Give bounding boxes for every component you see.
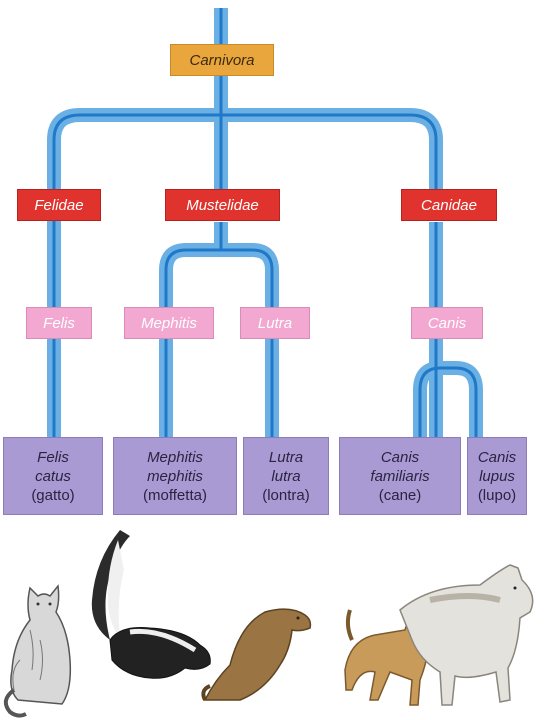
species-epithet: familiaris <box>370 467 430 485</box>
species-epithet: lupus <box>479 467 515 485</box>
species-canis-familiaris: Canis familiaris (cane) <box>339 437 461 515</box>
animal-illustrations <box>3 530 534 718</box>
otter-illustration <box>201 608 312 701</box>
genus-mephitis: Mephitis <box>124 307 214 339</box>
species-genus-name: Mephitis <box>147 448 203 466</box>
species-common-name: (lontra) <box>262 486 310 504</box>
genus-felis: Felis <box>26 307 92 339</box>
species-common-name: (gatto) <box>31 486 75 504</box>
family-felidae: Felidae <box>17 189 101 221</box>
species-common-name: (cane) <box>378 486 422 504</box>
species-genus-name: Canis <box>477 448 517 466</box>
species-epithet: lutra <box>271 467 301 485</box>
cat-illustration <box>3 584 72 718</box>
branch-mustelidae-split <box>159 243 279 440</box>
skunk-illustration <box>91 530 211 679</box>
species-genus-name: Felis <box>37 448 69 466</box>
species-common-name: (moffetta) <box>143 486 207 504</box>
genus-lutra: Lutra <box>240 307 310 339</box>
genus-canis: Canis <box>411 307 483 339</box>
species-epithet: mephitis <box>147 467 203 485</box>
order-carnivora: Carnivora <box>170 44 274 76</box>
species-felis-catus: Felis catus (gatto) <box>3 437 103 515</box>
species-epithet: catus <box>35 467 71 485</box>
branch-canis-split <box>413 361 483 440</box>
species-canis-lupus: Canis lupus (lupo) <box>467 437 527 515</box>
branch-order-split <box>47 108 443 200</box>
species-common-name: (lupo) <box>477 486 517 504</box>
wolf-illustration <box>399 564 534 706</box>
species-mephitis-mephitis: Mephitis mephitis (moffetta) <box>113 437 237 515</box>
species-genus-name: Canis <box>380 448 420 466</box>
species-lutra-lutra: Lutra lutra (lontra) <box>243 437 329 515</box>
family-canidae: Canidae <box>401 189 497 221</box>
family-mustelidae: Mustelidae <box>165 189 280 221</box>
species-genus-name: Lutra <box>268 448 304 466</box>
